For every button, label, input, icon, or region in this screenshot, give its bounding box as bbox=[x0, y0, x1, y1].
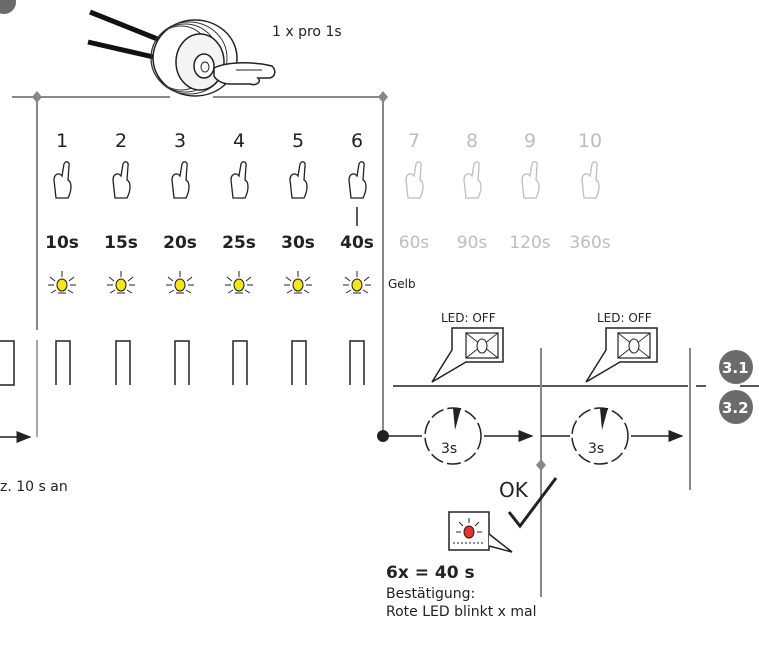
timer-1-icon bbox=[424, 407, 482, 465]
yellow-led-icon bbox=[107, 271, 135, 294]
step-duration: 360s bbox=[569, 233, 610, 253]
pressing-hand-icon bbox=[213, 62, 276, 86]
finger-icon bbox=[463, 161, 482, 199]
step-duration: 10s bbox=[45, 233, 79, 253]
checkmark-icon bbox=[507, 477, 558, 529]
step-10: 10 360s bbox=[569, 130, 610, 253]
yellow-led-icon bbox=[166, 271, 194, 294]
left-partial-text: z. 10 s an bbox=[0, 479, 68, 495]
step-number: 9 bbox=[524, 130, 536, 152]
finger-icon bbox=[405, 161, 424, 199]
step-number: 8 bbox=[466, 130, 478, 152]
step-7: 7 60s bbox=[399, 130, 430, 253]
step-number: 5 bbox=[292, 130, 304, 152]
confirmation-text: Rote LED blinkt x mal bbox=[386, 604, 537, 620]
step-number: 10 bbox=[578, 130, 602, 152]
badge-3-1 bbox=[719, 350, 753, 384]
step-8: 8 90s bbox=[457, 130, 488, 253]
timer-2-icon bbox=[571, 407, 629, 465]
led-off-box-1 bbox=[410, 326, 505, 383]
bracket-top bbox=[12, 91, 388, 436]
led-off-label-1: LED: OFF bbox=[441, 311, 496, 325]
step-2: 2 15s bbox=[104, 130, 138, 294]
step-number: 4 bbox=[233, 130, 245, 152]
red-led-box bbox=[448, 511, 513, 553]
step-9: 9 120s bbox=[509, 130, 550, 253]
step-4: 4 25s bbox=[222, 130, 256, 294]
step-duration: 30s bbox=[281, 233, 315, 253]
step-number: 6 bbox=[351, 130, 363, 152]
yellow-led-icon bbox=[343, 271, 371, 294]
confirmation-title: Bestätigung: bbox=[386, 586, 475, 602]
finger-icon bbox=[289, 161, 308, 199]
badge-3-2 bbox=[719, 390, 753, 424]
pulse-train bbox=[0, 340, 365, 386]
step-3: 3 20s bbox=[163, 130, 197, 294]
finger-icon bbox=[521, 161, 540, 199]
led-off-box-2 bbox=[585, 327, 658, 383]
step-duration: 25s bbox=[222, 233, 256, 253]
led-off-label-2: LED: OFF bbox=[597, 311, 652, 325]
step-duration: 60s bbox=[399, 233, 430, 253]
ok-label: OK bbox=[499, 478, 529, 502]
step-5: 5 30s bbox=[281, 130, 315, 294]
timeline bbox=[377, 430, 684, 442]
step-duration: 90s bbox=[457, 233, 488, 253]
step-duration: 120s bbox=[509, 233, 550, 253]
step-number: 3 bbox=[174, 130, 186, 152]
corner-badge bbox=[0, 0, 16, 14]
press-instruction-text: 1 x pro 1s bbox=[272, 24, 342, 40]
step-1: 1 10s bbox=[45, 130, 79, 294]
step-duration: 15s bbox=[104, 233, 138, 253]
finger-icon bbox=[171, 161, 190, 199]
result-formula: 6x = 40 s bbox=[386, 563, 475, 583]
step-6: 6 40s bbox=[340, 130, 374, 294]
step-number: 2 bbox=[115, 130, 127, 152]
finger-icon bbox=[230, 161, 249, 199]
push-button-device bbox=[87, 9, 238, 97]
active-steps: 1 10s 2 15s 3 20s 4 25s 5 30s 6 40s bbox=[45, 130, 374, 294]
step-number: 7 bbox=[408, 130, 420, 152]
badge-3-2-label: 3.2 bbox=[722, 399, 749, 417]
step-number: 1 bbox=[56, 130, 68, 152]
finger-icon bbox=[581, 161, 600, 199]
finger-icon bbox=[112, 161, 131, 199]
led-color-label: Gelb bbox=[388, 277, 416, 291]
finger-icon bbox=[348, 161, 367, 199]
timer-1-label: 3s bbox=[441, 441, 457, 457]
yellow-led-icon bbox=[48, 271, 76, 294]
yellow-led-icon bbox=[284, 271, 312, 294]
yellow-led-icon bbox=[225, 271, 253, 294]
finger-icon bbox=[53, 161, 72, 199]
timer-2-label: 3s bbox=[588, 441, 604, 457]
step-duration: 20s bbox=[163, 233, 197, 253]
inactive-steps: 7 60s 8 90s 9 120s 10 360s bbox=[399, 130, 611, 253]
step-duration: 40s bbox=[340, 233, 374, 253]
badge-3-1-label: 3.1 bbox=[722, 359, 749, 377]
